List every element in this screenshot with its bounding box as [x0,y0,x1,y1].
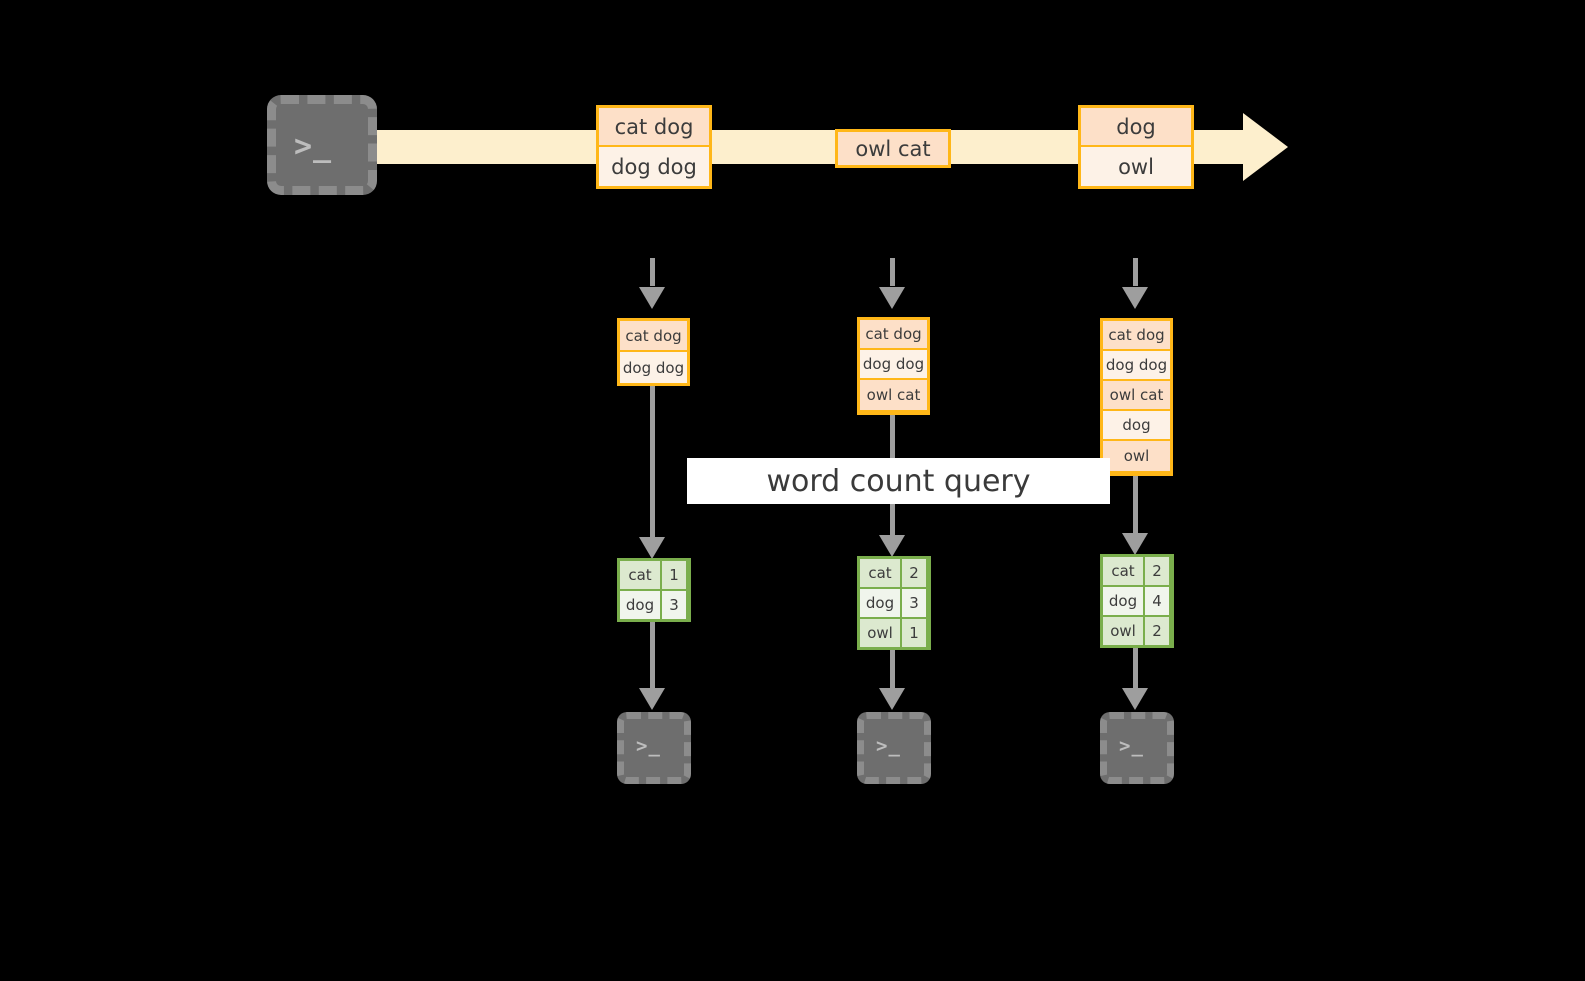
result-word: owl [860,619,902,647]
query-label-band: word count query [687,458,1110,504]
result-count: 2 [902,559,926,587]
snapshot-record: owl cat [1103,381,1170,411]
stream-record: cat dog [599,108,709,147]
snapshot-table-3: cat dog dog dog owl cat dog owl [1100,318,1173,476]
stream-to-table-arrowhead [879,287,905,309]
stream-to-table-arrowhead [1122,287,1148,309]
snapshot-table-2: cat dog dog dog owl cat [857,317,930,415]
table-to-result-connector-1 [650,386,655,538]
table-to-result-arrowhead-1 [639,537,665,559]
table-to-result-arrowhead-3 [1122,533,1148,555]
stream-batch-1: cat dog dog dog [596,105,712,189]
result-word: owl [1103,617,1145,645]
result-row: owl 2 [1103,617,1171,645]
result-count: 3 [902,589,926,617]
result-to-sink-arrowhead-3 [1122,688,1148,710]
stream-batch-3: dog owl [1078,105,1194,189]
result-count: 1 [902,619,926,647]
stream-to-table-arrowhead [639,287,665,309]
result-row: dog 3 [860,589,928,619]
result-table-2: cat 2 dog 3 owl 1 [857,556,931,650]
sink-terminal-icon-2: >_ [857,712,931,784]
result-word: cat [620,561,662,589]
stream-arrow-head [1243,113,1288,181]
result-count: 4 [1145,587,1169,615]
terminal-prompt-glyph: >_ [876,735,901,757]
terminal-prompt-glyph: >_ [294,129,333,164]
table-to-result-connector-3 [1133,476,1138,534]
stream-batch-2: owl cat [835,129,951,168]
result-row: owl 1 [860,619,928,647]
snapshot-record: cat dog [1103,321,1170,351]
snapshot-table-1: cat dog dog dog [617,318,690,386]
sink-terminal-icon-3: >_ [1100,712,1174,784]
stream-to-table-connector [1133,258,1138,286]
result-row: dog 3 [620,591,688,619]
query-label-text: word count query [766,463,1031,499]
snapshot-record: dog dog [860,350,927,380]
result-word: dog [620,591,662,619]
result-row: cat 1 [620,561,688,591]
sink-terminal-icon-1: >_ [617,712,691,784]
result-count: 2 [1145,557,1169,585]
snapshot-record: owl [1103,441,1170,471]
table-to-result-arrowhead-2 [879,535,905,557]
stream-record: dog [1081,108,1191,147]
snapshot-record: dog [1103,411,1170,441]
result-table-3: cat 2 dog 4 owl 2 [1100,554,1174,648]
stream-to-table-connector [890,258,895,286]
source-terminal-icon: >_ [267,95,377,195]
snapshot-record: dog dog [1103,351,1170,381]
snapshot-record: dog dog [620,352,687,383]
result-count: 1 [662,561,686,589]
result-to-sink-arrowhead-2 [879,688,905,710]
result-row: dog 4 [1103,587,1171,617]
result-word: dog [1103,587,1145,615]
result-count: 3 [662,591,686,619]
result-word: cat [860,559,902,587]
snapshot-record: cat dog [620,321,687,352]
result-to-sink-connector-3 [1133,648,1138,689]
snapshot-record: cat dog [860,320,927,350]
result-word: cat [1103,557,1145,585]
result-to-sink-arrowhead-1 [639,688,665,710]
stream-record: dog dog [599,147,709,186]
stream-record: owl cat [838,132,948,165]
stream-record: owl [1081,147,1191,186]
result-row: cat 2 [1103,557,1171,587]
snapshot-record: owl cat [860,380,927,410]
result-to-sink-connector-2 [890,650,895,689]
result-row: cat 2 [860,559,928,589]
terminal-prompt-glyph: >_ [1119,735,1144,757]
result-word: dog [860,589,902,617]
result-to-sink-connector-1 [650,622,655,689]
stream-to-table-connector [650,258,655,286]
result-count: 2 [1145,617,1169,645]
terminal-prompt-glyph: >_ [636,735,661,757]
result-table-1: cat 1 dog 3 [617,558,691,622]
